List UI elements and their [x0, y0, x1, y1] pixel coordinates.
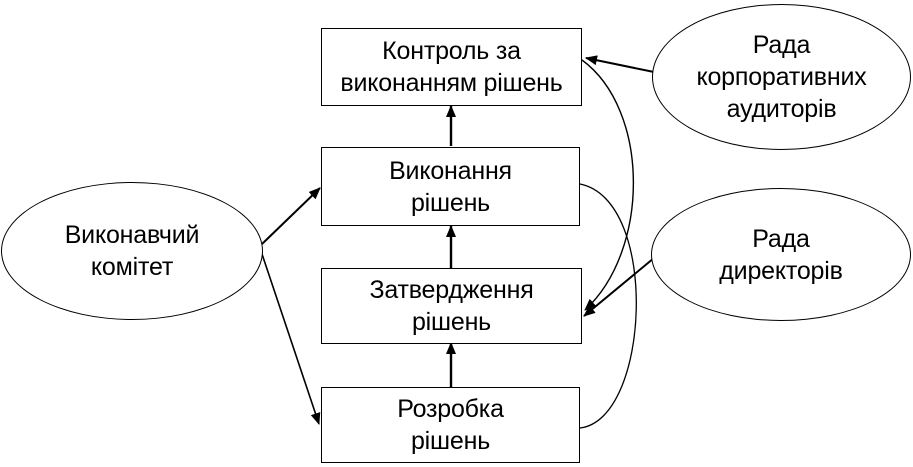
box-approval: Затвердження рішень [321, 268, 582, 344]
curve-control-to-approval [581, 59, 635, 311]
box-execution-label: Виконання рішень [389, 155, 512, 219]
box-approval-label: Затвердження рішень [369, 274, 533, 338]
auditors-council-line-2: корпоративних [696, 63, 867, 91]
box-control: Контроль за виконанням рішень [321, 28, 582, 106]
box-execution-line-2: рішень [410, 188, 491, 217]
executive-committee-line-2: комітет [90, 253, 174, 281]
directors-board-line-2: директорів [719, 256, 843, 285]
executive-committee-label: Виконавчий комітет [65, 219, 200, 283]
directors-board-line-1: Рада [752, 224, 810, 253]
box-execution: Виконання рішень [321, 147, 580, 226]
box-control-label: Контроль за виконанням рішень [340, 35, 562, 99]
box-development-line-2: рішень [410, 427, 491, 455]
box-approval-line-2: рішень [411, 308, 492, 336]
ellipse-executive-committee: Виконавчий комітет [1, 182, 263, 320]
box-development: Розробка рішень [321, 387, 580, 463]
arrow-committee-to-execution [261, 187, 321, 245]
box-development-label: Розробка рішень [397, 393, 504, 457]
arrow-auditors-to-control [585, 55, 655, 73]
box-control-line-2: виконанням рішень [340, 69, 563, 97]
box-execution-line-1: Виконання [389, 156, 512, 185]
arrow-committee-to-development [261, 253, 321, 425]
executive-committee-line-1: Виконавчий [64, 221, 200, 249]
box-approval-line-1: Затвердження [369, 276, 534, 304]
arrow-directors-to-approval [583, 257, 655, 317]
ellipse-directors-board: Рада директорів [651, 188, 911, 321]
ellipse-auditors-council: Рада корпоративних аудиторів [652, 4, 911, 150]
curve-execution-to-development [579, 183, 637, 429]
directors-board-label: Рада директорів [719, 223, 843, 287]
auditors-council-label: Рада корпоративних аудиторів [696, 29, 866, 125]
box-development-line-1: Розробка [397, 395, 504, 423]
auditors-council-line-3: аудиторів [726, 95, 837, 123]
auditors-council-line-1: Рада [752, 31, 811, 59]
box-control-line-1: Контроль за [382, 37, 521, 65]
